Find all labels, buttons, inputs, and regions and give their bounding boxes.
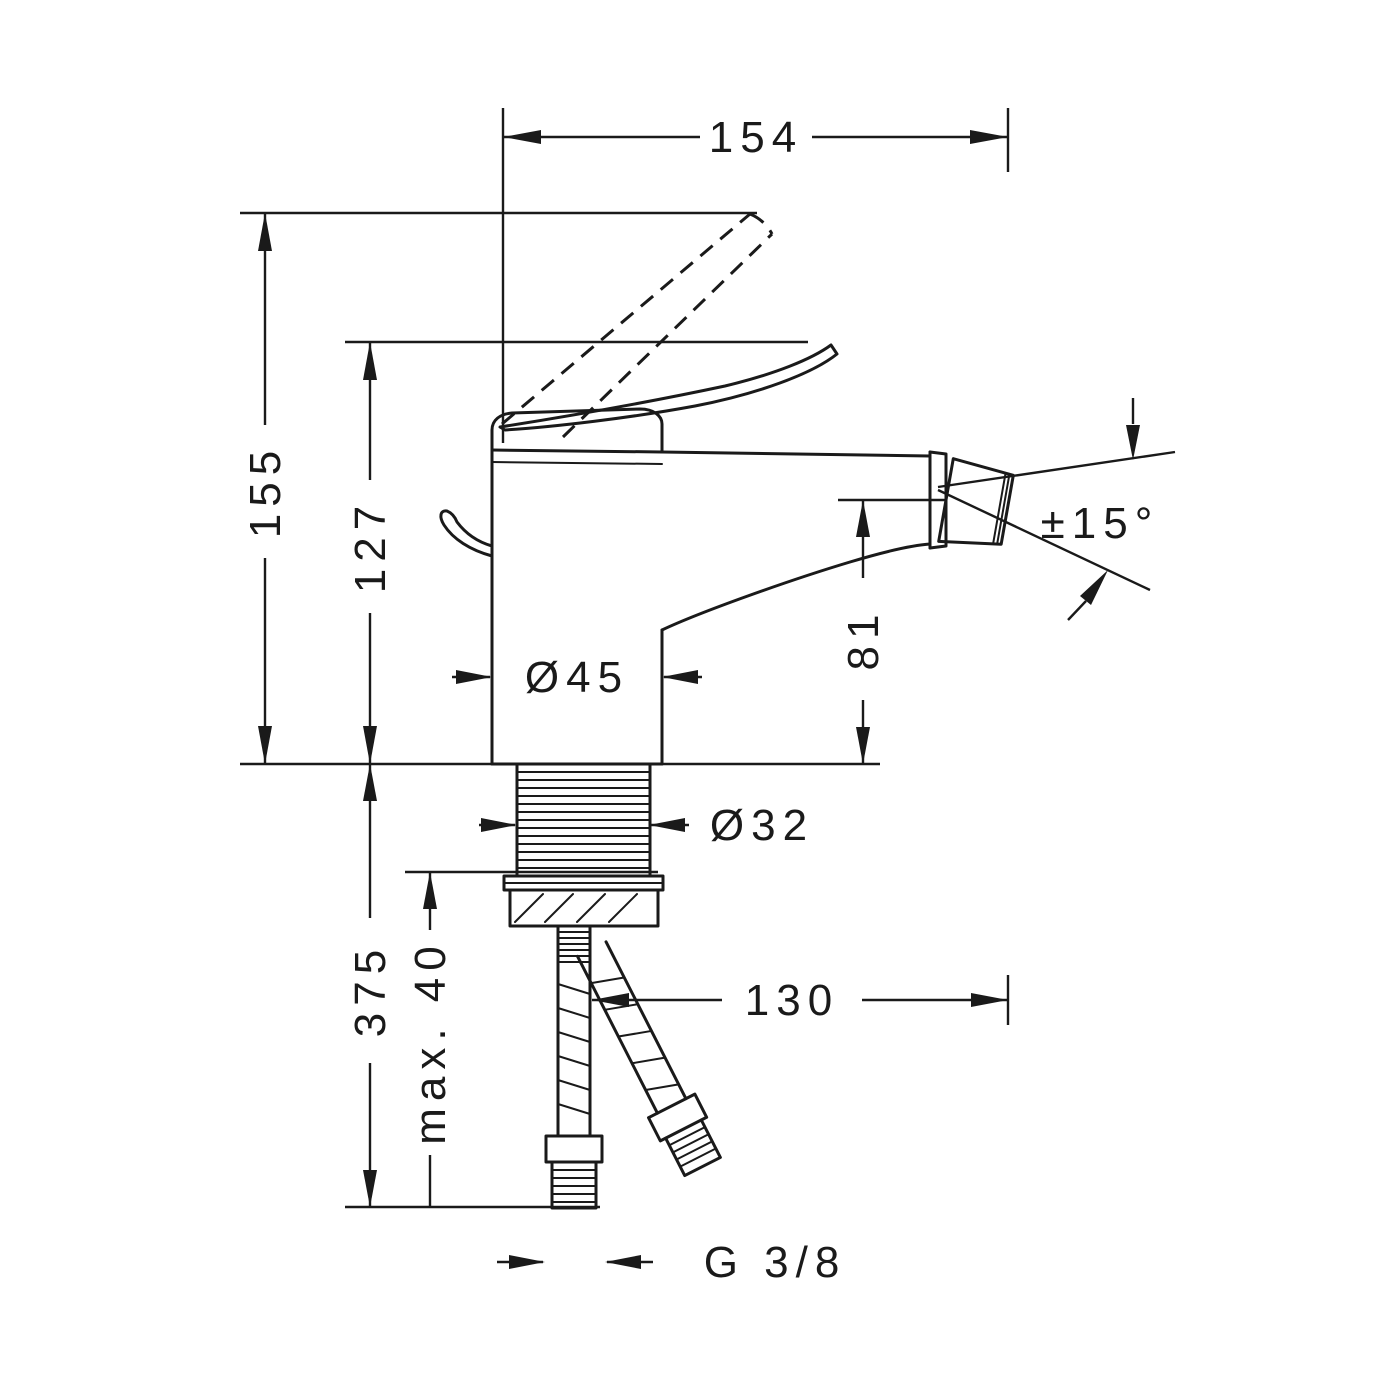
shank-diameter-label: Ø32 [710, 801, 814, 850]
aerator-body [937, 457, 1015, 546]
threaded-stud [556, 924, 592, 968]
dimension-hose-length: 375 [345, 764, 600, 1209]
dimension-max-mounting-thickness: max. 40 [405, 870, 658, 1207]
hose-nut [544, 1134, 604, 1164]
threaded-shank [515, 762, 652, 878]
spout-underside [660, 542, 932, 632]
cap-seam [490, 448, 664, 454]
supply-hose-angled [576, 940, 722, 1178]
swivel-angle-label: ±15° [1041, 499, 1160, 548]
dimension-swivel-angle: ±15° [937, 398, 1176, 621]
lever-raised-top [501, 212, 751, 426]
supply-hose-straight [544, 964, 604, 1210]
spout-top-edge [660, 450, 932, 458]
lever-raised-bottom [561, 232, 774, 439]
aerator-cone [937, 457, 1015, 546]
overall-width-label: 154 [709, 113, 803, 162]
popup-rod-lever [439, 509, 494, 558]
cap-seam-2 [491, 461, 663, 465]
dimension-connection-thread: G 3/8 [497, 1238, 847, 1287]
lever-handle [498, 343, 839, 432]
dimension-overall-width: 154 [501, 108, 1010, 443]
dimension-body-height: 127 [345, 340, 808, 764]
hose-reach-label: 130 [745, 976, 839, 1025]
mounting-nut [508, 888, 660, 928]
overall-height-label: 155 [241, 444, 290, 538]
dimension-outlet-height: 81 [838, 498, 946, 764]
faucet-outline [240, 212, 1015, 1210]
max-mounting-thickness-label: max. 40 [406, 939, 455, 1145]
connection-thread-label: G 3/8 [704, 1238, 847, 1287]
hose-length-label: 375 [346, 943, 395, 1037]
dimension-body-diameter: Ø45 [452, 653, 702, 702]
dimension-hose-reach: 130 [592, 975, 1010, 1025]
dimension-shank-diameter: Ø32 [479, 801, 814, 850]
outlet-height-label: 81 [839, 608, 888, 671]
body-height-label: 127 [346, 499, 395, 593]
hose-nut-2 [647, 1092, 709, 1143]
body-diameter-label: Ø45 [525, 653, 629, 702]
dimension-overall-height: 155 [240, 211, 757, 764]
cap-outline [490, 407, 664, 454]
flange-washer [502, 874, 665, 892]
hose-ferrule-2 [664, 1118, 722, 1178]
lever-raised-tip [749, 212, 774, 235]
aerator-mesh [992, 472, 1011, 544]
